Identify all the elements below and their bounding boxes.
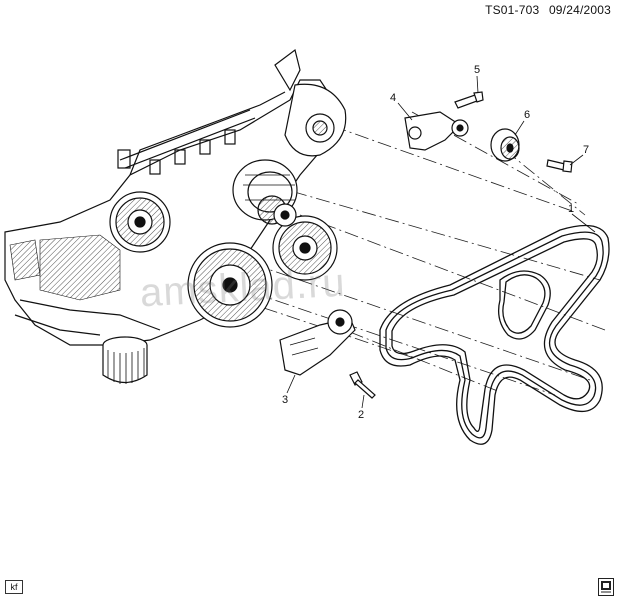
ac-compressor [272, 215, 338, 281]
idler-pulley [490, 128, 520, 162]
water-pump-pulley [109, 191, 171, 253]
callout-7: 7 [583, 144, 589, 156]
idler-pulley-bracket [404, 111, 469, 151]
callout-2: 2 [358, 409, 364, 421]
callout-4: 4 [390, 92, 396, 104]
crankshaft-balancer [187, 242, 273, 328]
leader-lines [286, 75, 596, 409]
bracket-bolt [454, 91, 484, 109]
gm-logo-icon [598, 578, 614, 596]
callout-1: 1 [568, 203, 574, 215]
power-steering-pump [284, 83, 347, 157]
reference-code: TS01-703 [485, 3, 540, 17]
idler-bolt [546, 159, 573, 173]
callout-5: 5 [474, 64, 480, 76]
reference-date: 09/24/2003 [548, 3, 611, 17]
tensioner-bolt [349, 371, 376, 399]
belt-tensioner [279, 309, 356, 376]
idler-bracket [273, 203, 297, 227]
callout-6: 6 [524, 109, 530, 121]
author-initials-box: kf [5, 580, 23, 594]
header-reference: TS01-703 09/24/2003 [485, 3, 611, 17]
callout-3: 3 [282, 394, 288, 406]
serpentine-belt [379, 224, 610, 445]
